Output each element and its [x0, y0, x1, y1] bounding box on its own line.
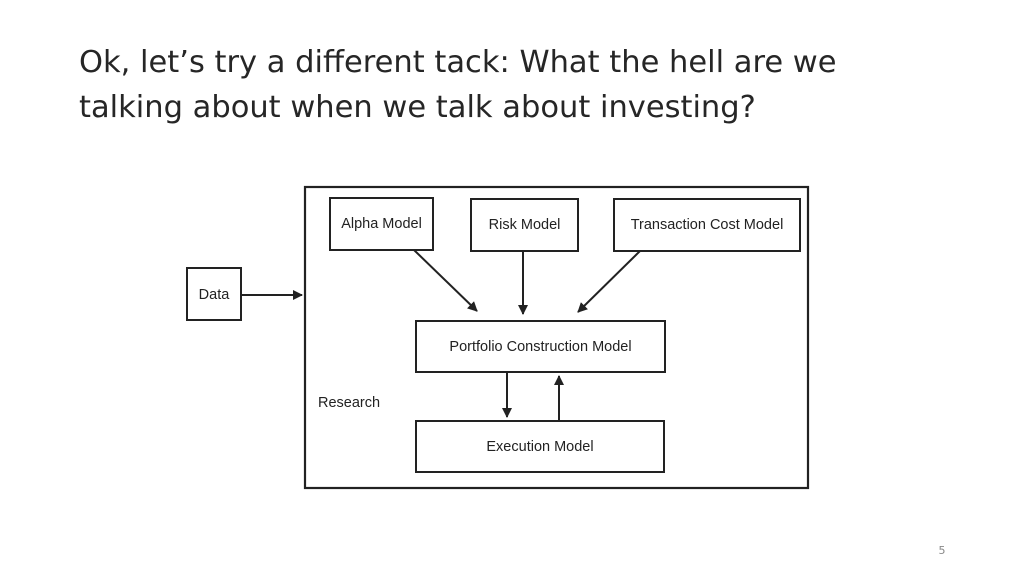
- node-transaction-cost-model: Transaction Cost Model: [613, 198, 801, 252]
- node-execution-model-label: Execution Model: [486, 439, 593, 455]
- edge-transaction-to-portfolio: [577, 250, 641, 313]
- node-data-label: Data: [199, 287, 231, 303]
- slide-title-line-1: Ok, let’s try a different tack: What the…: [79, 45, 837, 80]
- node-data: Data: [186, 267, 242, 321]
- node-portfolio-construction-model: Portfolio Construction Model: [415, 320, 666, 373]
- node-execution-model: Execution Model: [415, 420, 665, 473]
- node-risk-model: Risk Model: [470, 198, 579, 252]
- page-number: 5: [938, 544, 946, 557]
- slide-title: Ok, let’s try a different tack: What the…: [79, 40, 979, 130]
- node-alpha-model-label: Alpha Model: [341, 216, 422, 232]
- node-transaction-cost-model-label: Transaction Cost Model: [631, 217, 784, 233]
- node-portfolio-construction-model-label: Portfolio Construction Model: [449, 339, 631, 355]
- edge-alpha-to-portfolio: [413, 249, 478, 312]
- node-risk-model-label: Risk Model: [489, 217, 561, 233]
- node-alpha-model: Alpha Model: [329, 197, 434, 251]
- research-label: Research: [318, 395, 380, 411]
- slide-title-line-2: talking about when we talk about investi…: [79, 90, 756, 125]
